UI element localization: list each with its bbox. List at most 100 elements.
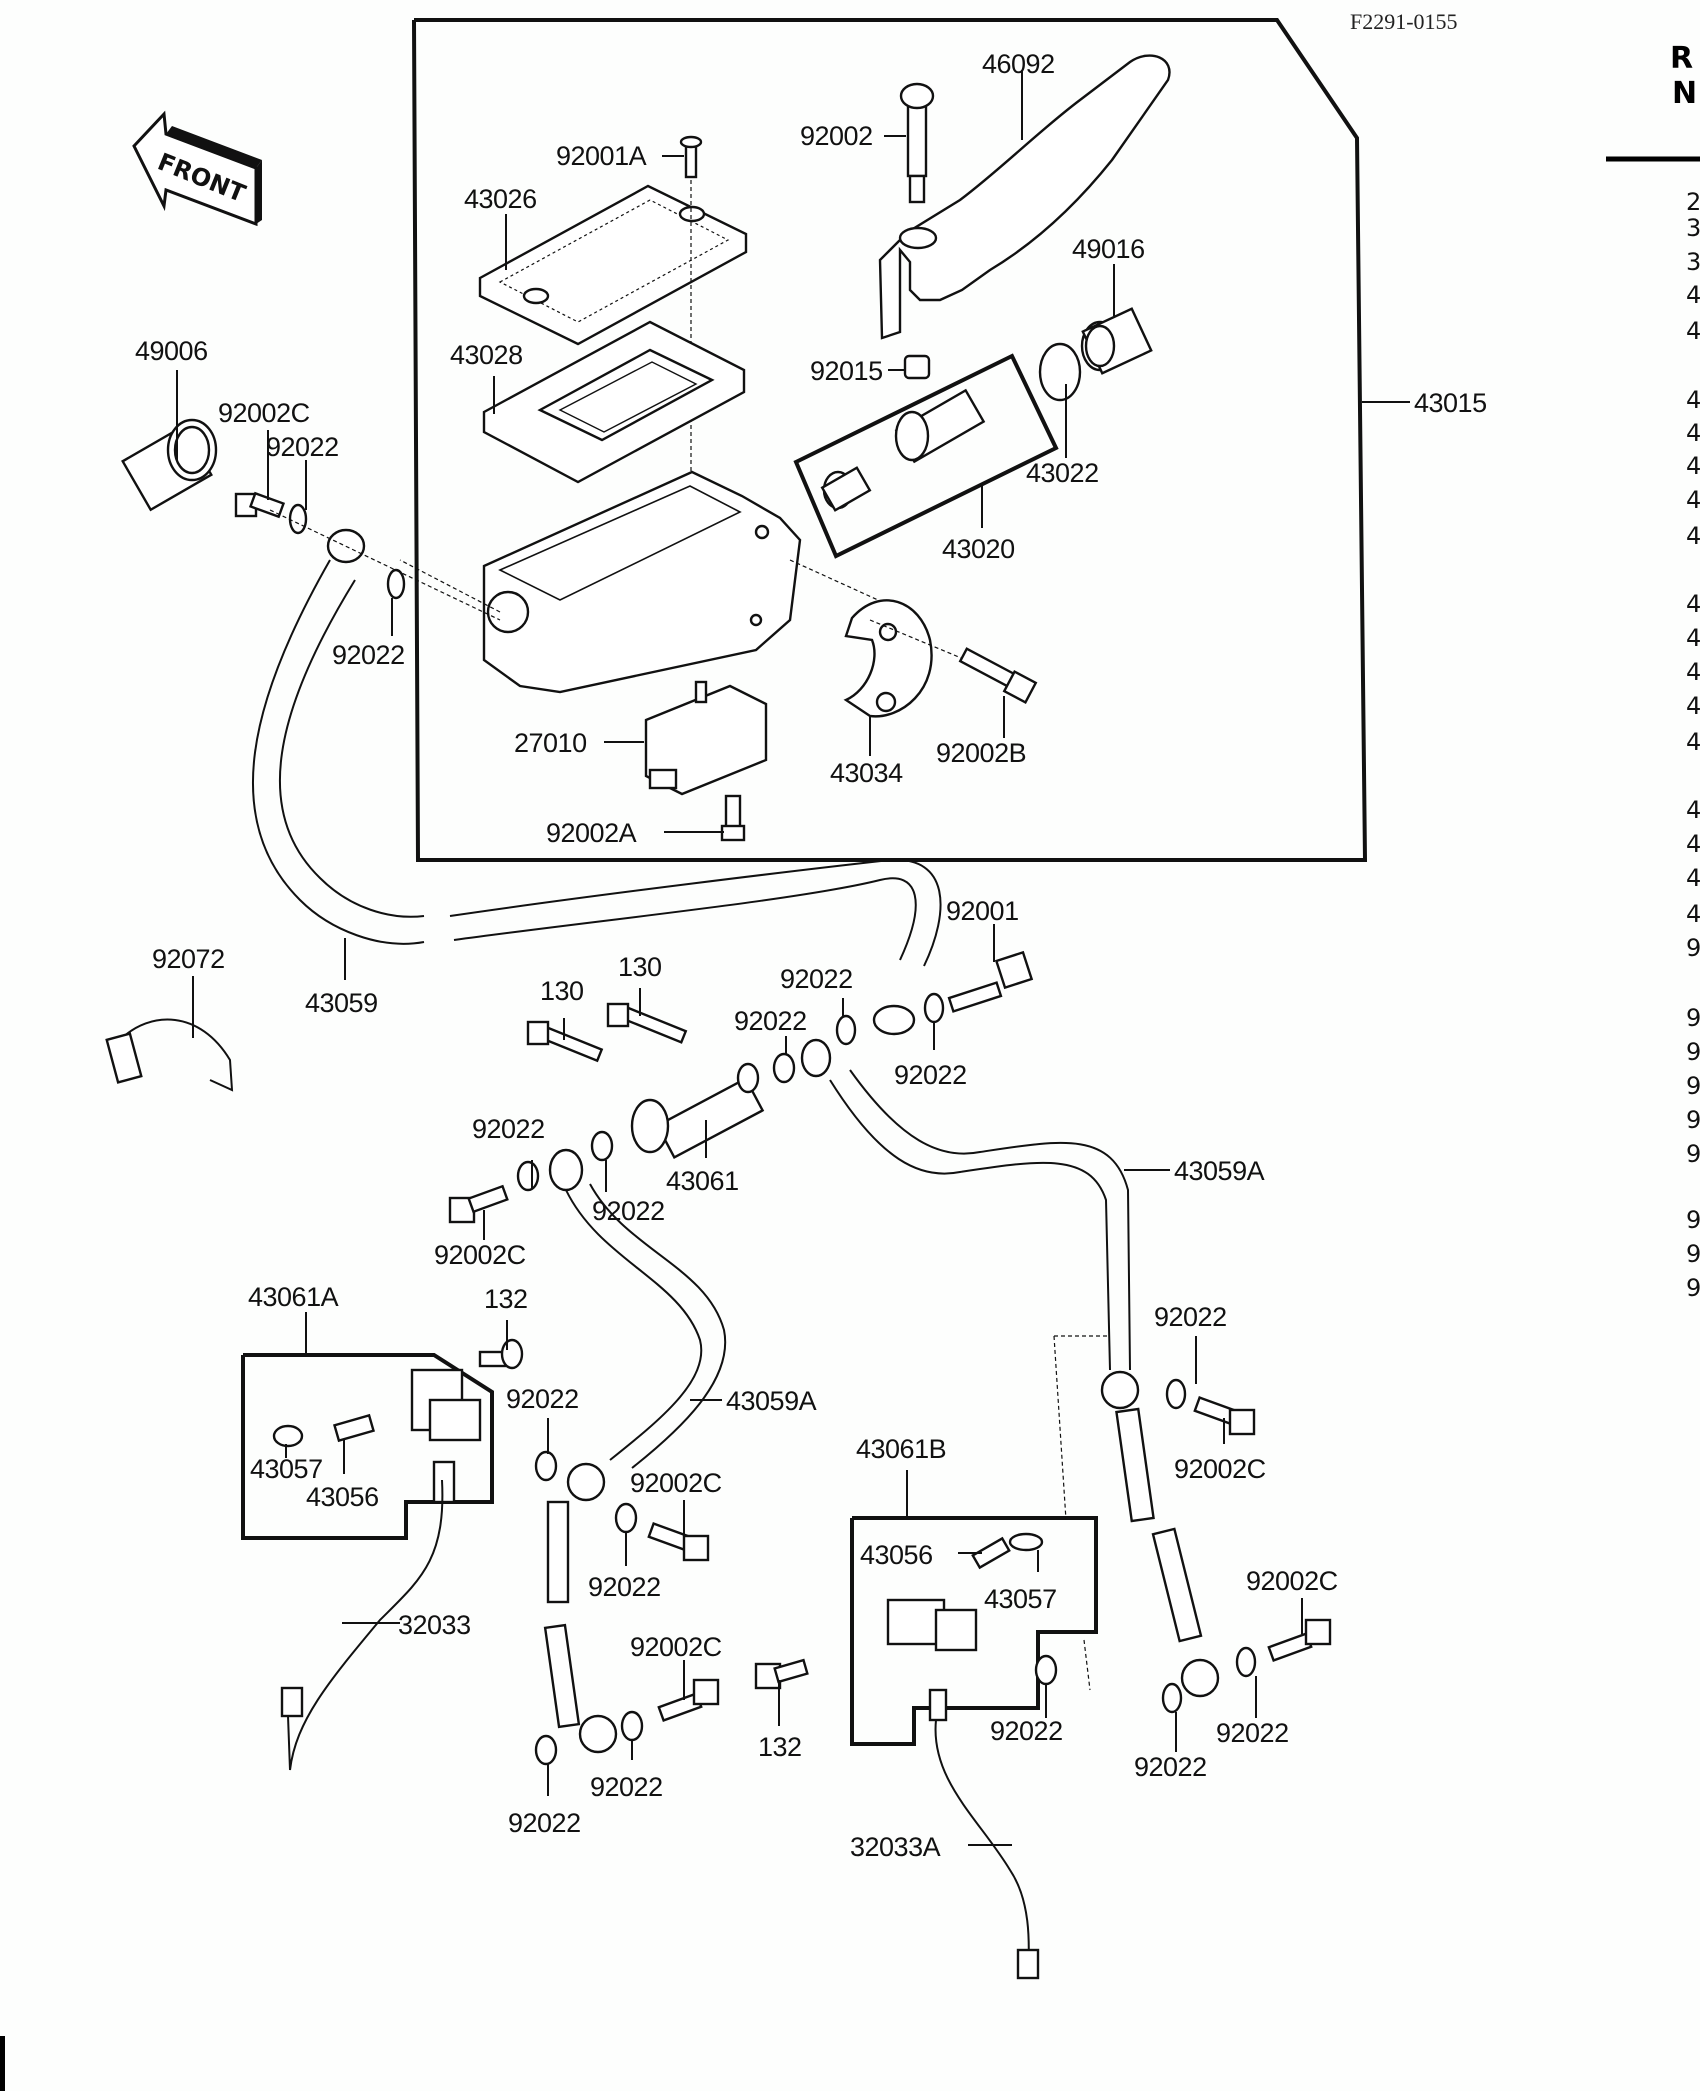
washer-92022-n	[534, 1734, 558, 1766]
label-92022-m: 92022	[1134, 1752, 1207, 1782]
brake-hose-43059A-mid	[543, 1183, 727, 1754]
bolt-132-low	[754, 1658, 809, 1690]
banjo-bolt-top	[234, 491, 286, 519]
label-92002C-top: 92002C	[218, 398, 310, 428]
master-cylinder-frame	[412, 18, 1368, 862]
brake-light-switch	[644, 680, 768, 796]
sidebar-ref-digit: 4	[1686, 658, 1700, 686]
sidebar-ref-digit: 4	[1686, 796, 1700, 824]
valve-43061A	[272, 1368, 482, 1504]
label-43059A-mid: 43059A	[726, 1386, 817, 1416]
label-43028: 43028	[450, 340, 523, 370]
label-92022-n: 92022	[590, 1772, 663, 1802]
brake-hose-43059A-right	[829, 1069, 1220, 1698]
label-32033A: 32033A	[850, 1832, 941, 1862]
sidebar-ref-digit: 4	[1686, 386, 1700, 414]
sidebar-ref-digit: 9	[1686, 1038, 1700, 1066]
label-92002C-low: 92002C	[630, 1632, 722, 1662]
sidebar-ref-digit: 4	[1686, 900, 1700, 928]
sidebar-ref-digit: 9	[1686, 1106, 1700, 1134]
label-43022: 43022	[1026, 458, 1099, 488]
washer-92022-m	[620, 1710, 644, 1742]
washer-92022-j	[1034, 1654, 1058, 1686]
bolt-92002C-right	[1193, 1396, 1256, 1436]
sidebar-ref-digit: 3	[1686, 248, 1700, 276]
label-43057-b: 43057	[984, 1584, 1057, 1614]
label-43059A-right: 43059A	[1174, 1156, 1265, 1186]
banjo-bolt-92001	[947, 950, 1034, 1013]
washer-92022-f	[772, 1052, 796, 1084]
pipe-32033A-end	[1016, 1948, 1040, 1980]
washer-92022-g	[590, 1130, 614, 1162]
label-92022-f: 92022	[472, 1114, 545, 1144]
master-cylinder-body	[399, 470, 901, 694]
washer-92022-d	[835, 1014, 857, 1046]
brake-pipe-32033	[287, 1479, 444, 1771]
dust-boot-49016	[1080, 307, 1153, 375]
label-92001: 92001	[946, 896, 1019, 926]
valve-43061B-frame	[850, 1516, 1098, 1746]
bolt-92002C-low	[657, 1678, 720, 1722]
sidebar-header-ref: R	[1670, 41, 1693, 76]
sidebar-header-no: N	[1672, 76, 1697, 111]
washer-92022-i2	[614, 1502, 638, 1534]
bolt-92002C-far	[1267, 1618, 1332, 1662]
sidebar-ref-digit: 4	[1686, 317, 1700, 345]
label-43061B: 43061B	[856, 1434, 946, 1464]
sidebar-ref-digit: 4	[1686, 728, 1700, 756]
label-130-a: 130	[540, 976, 584, 1006]
label-43026: 43026	[464, 184, 537, 214]
screw-92001A	[679, 135, 703, 500]
banjo-43059A-left	[548, 1148, 584, 1192]
cover-49006	[121, 418, 218, 512]
sidebar-ref-digit: 4	[1686, 522, 1700, 550]
sidebar-ref-digit: 4	[1686, 830, 1700, 858]
sidebar-ref-digit: 4	[1686, 281, 1700, 309]
washer-92022-e	[923, 992, 945, 1024]
valve-43061B	[886, 1532, 1044, 1722]
sidebar-ref-digit: 9	[1686, 934, 1700, 962]
leader-lines	[176, 70, 1303, 1846]
label-43061: 43061	[666, 1166, 739, 1196]
label-92072: 92072	[152, 944, 225, 974]
diaphragm	[482, 320, 746, 484]
sidebar-ref-digit: 9	[1686, 1274, 1700, 1302]
sidebar-ref-digit: 4	[1686, 486, 1700, 514]
sidebar-ref-digit: 4	[1686, 452, 1700, 480]
label-92001A: 92001A	[556, 141, 647, 171]
sidebar-ref-digit: 4	[1686, 864, 1700, 892]
label-92022-c: 92022	[780, 964, 853, 994]
label-32033: 32033	[398, 1610, 471, 1640]
page-edge-bar	[0, 2036, 5, 2091]
banjo-43059A-upper	[800, 1038, 832, 1078]
sidebar-ref-digit: 4	[1686, 590, 1700, 618]
label-27010: 27010	[514, 728, 587, 758]
label-43015: 43015	[1414, 388, 1487, 418]
sidebar-ref-digit: 2	[1686, 188, 1700, 216]
brake-hose-43059	[251, 559, 942, 1036]
delay-valve-43061	[630, 1062, 765, 1159]
washer-92022-far-b	[1161, 1682, 1183, 1714]
label-92022-g: 92022	[592, 1196, 665, 1226]
hose-clamp-92072	[105, 1018, 234, 1092]
sidebar-ref-digit: 9	[1686, 1206, 1700, 1234]
label-43020: 43020	[942, 534, 1015, 564]
label-92002C-far: 92002C	[1246, 1566, 1338, 1596]
washer-top-b	[386, 568, 406, 600]
sidebar-ref-digit: 4	[1686, 624, 1700, 652]
label-92022-k: 92022	[990, 1716, 1063, 1746]
bolt-130-a	[526, 1020, 604, 1063]
front-arrow-icon: FRONT	[132, 110, 262, 227]
bolt-92002C-mid	[448, 1184, 509, 1224]
label-130-b: 130	[618, 952, 662, 982]
label-92022-left: 92022	[332, 640, 405, 670]
label-43061A: 43061A	[248, 1282, 339, 1312]
nut-92015	[903, 354, 931, 380]
label-92002A: 92002A	[546, 818, 637, 848]
pivot-bolt-92002	[899, 82, 935, 204]
label-43034: 43034	[830, 758, 903, 788]
washer-92022-c2	[516, 1160, 540, 1192]
diagram-code: F2291-0155	[1350, 9, 1458, 34]
brake-lever	[878, 54, 1171, 340]
